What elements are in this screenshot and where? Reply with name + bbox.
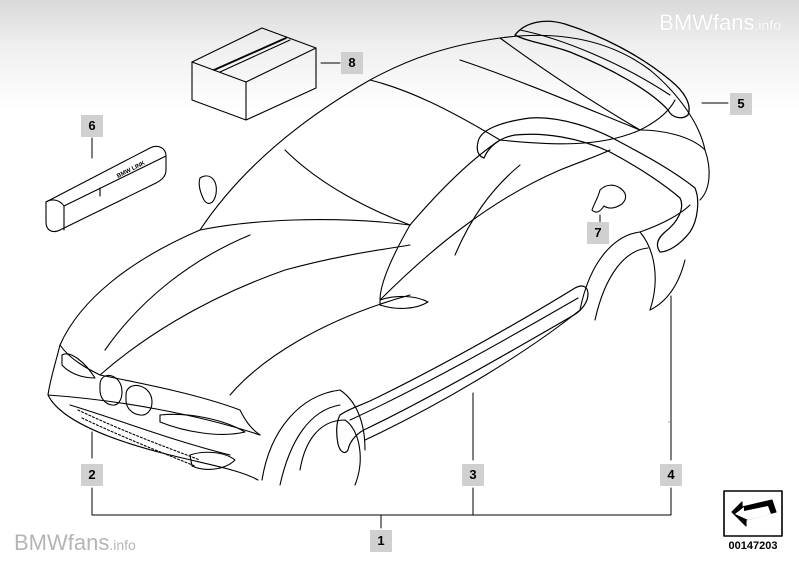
- callout-1[interactable]: 1: [370, 530, 392, 552]
- part-6-emblem-plate[interactable]: [45, 145, 167, 233]
- callout-2[interactable]: 2: [81, 464, 103, 486]
- callout-4[interactable]: 4: [660, 464, 682, 486]
- part-3-side-skirt[interactable]: [336, 285, 589, 454]
- diagram-reference-number: 00147203: [728, 540, 778, 552]
- watermark-top-suffix: .info: [754, 17, 781, 33]
- callout-6[interactable]: 6: [81, 115, 103, 137]
- leader-lines: [91, 62, 729, 529]
- part-7-rear-side-trim[interactable]: [476, 117, 699, 253]
- watermark-top-brand: BMWfans: [659, 10, 755, 35]
- watermark-bottom-suffix: .info: [109, 537, 136, 553]
- callout-7[interactable]: 7: [587, 222, 609, 244]
- watermark-top: BMWfans.info: [659, 10, 781, 36]
- diagram-arrow-icon: [723, 490, 783, 537]
- watermark-bottom: BMWfans.info: [14, 530, 136, 556]
- callout-8[interactable]: 8: [341, 52, 363, 74]
- part-5-rear-spoiler[interactable]: [514, 20, 690, 119]
- watermark-bottom-brand: BMWfans: [14, 530, 110, 555]
- callout-3[interactable]: 3: [462, 464, 484, 486]
- part-8-box[interactable]: [191, 27, 317, 121]
- callout-5[interactable]: 5: [730, 93, 752, 115]
- car-body-outline: [47, 34, 710, 486]
